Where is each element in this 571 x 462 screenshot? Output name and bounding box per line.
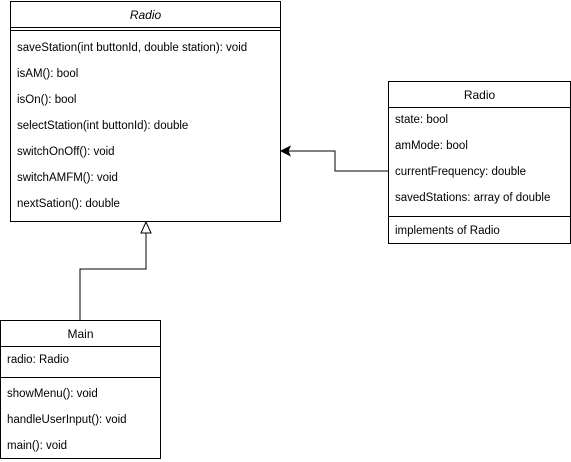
attribute-row: state: bool [395,114,449,126]
radio-impl-class[interactable]: Radio state: bool amMode: bool currentFr… [388,81,571,244]
association-arrowhead [279,145,292,157]
method-row: switchOnOff(): void [17,146,115,158]
title-separator [1,346,160,347]
method-row: implements of Radio [395,225,500,237]
main-class[interactable]: Main radio: Radio showMenu(): void handl… [0,320,161,459]
method-row: showMenu(): void [7,388,98,400]
method-row: handleUserInput(): void [7,414,127,426]
method-row: nextSation(): double [17,198,120,210]
attribute-row: savedStations: array of double [395,192,551,204]
generalization-line [79,233,147,320]
method-row: isOn(): bool [17,94,77,106]
title-separator [11,30,280,31]
attribute-row: currentFrequency: double [395,166,527,178]
main-class-title: Main [67,327,94,341]
radio-interface-title: Radio [129,8,162,22]
method-row: main(): void [7,440,68,452]
method-row: isAM(): bool [17,68,79,80]
attribute-row: amMode: bool [395,140,468,152]
association-line [288,150,389,172]
radio-interface-class[interactable]: Radio saveStation(int buttonId, double s… [10,1,281,222]
members-separator [389,216,570,217]
title-separator [11,27,280,28]
members-separator [1,377,160,378]
method-row: saveStation(int buttonId, double station… [17,42,248,54]
method-row: switchAMFM(): void [17,172,118,184]
title-separator [389,107,570,108]
generalization-arrowhead [140,220,152,234]
radio-impl-title: Radio [463,88,496,102]
method-row: selectStation(int buttonId): double [17,120,189,132]
attribute-row: radio: Radio [7,354,70,366]
